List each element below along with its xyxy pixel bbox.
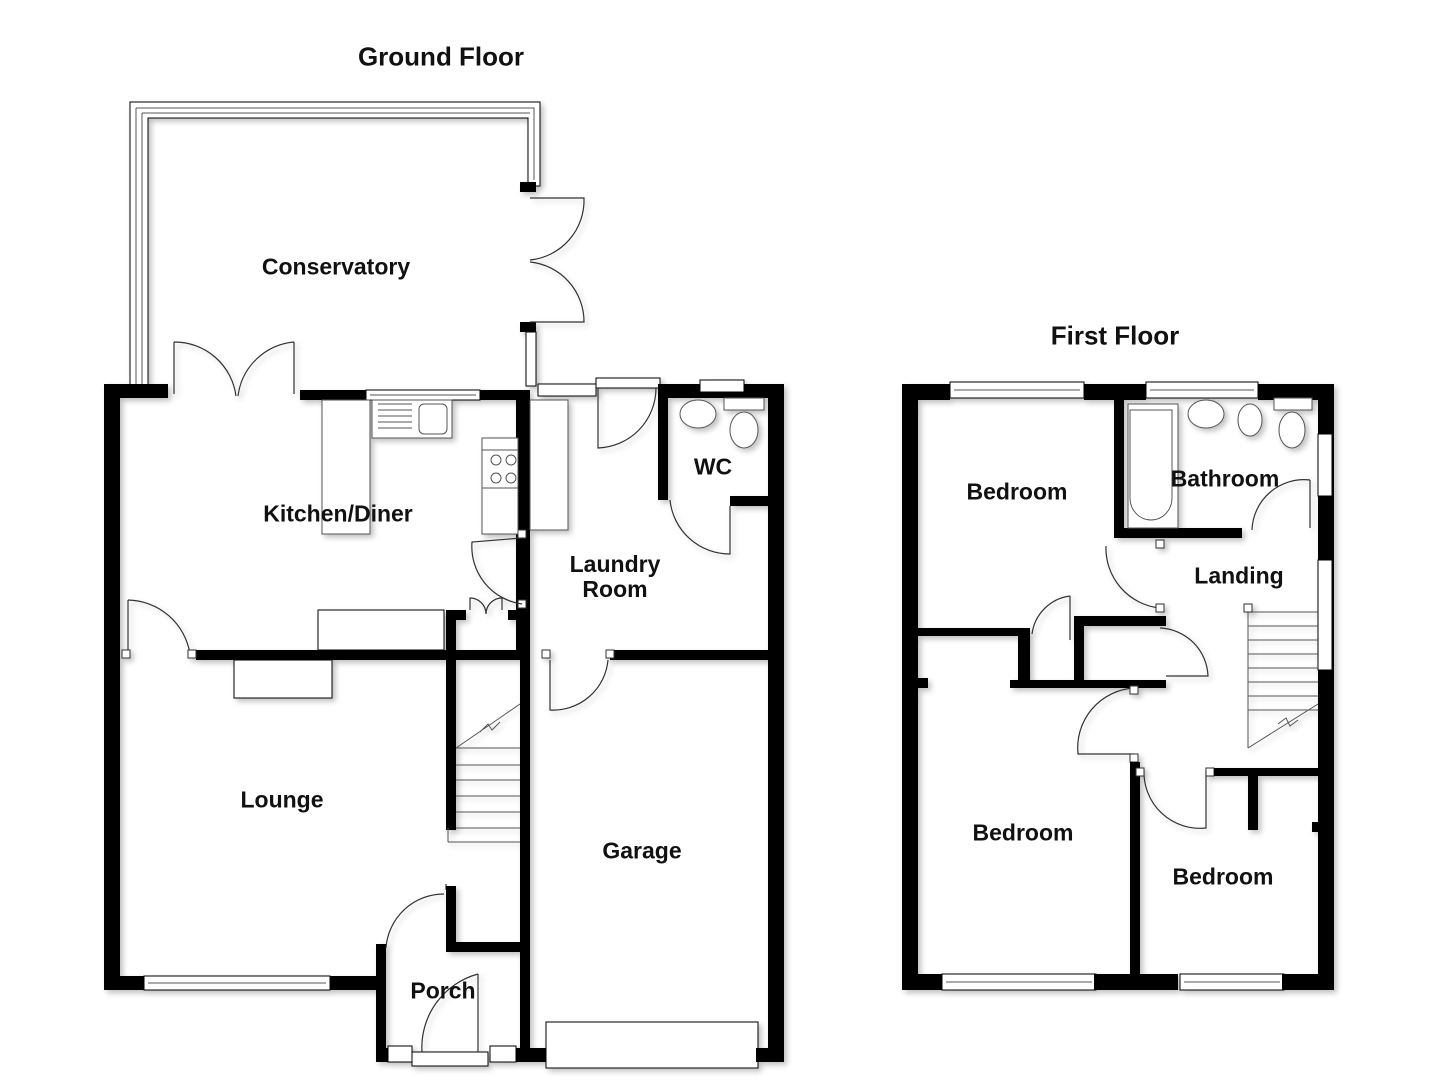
room-label-lounge: Lounge: [240, 786, 324, 813]
ground-floor-plan: [104, 101, 784, 1069]
room-label-porch: Porch: [410, 977, 476, 1004]
room-label-bedroom-2: Bedroom: [972, 819, 1074, 846]
room-label-laundry-room: Laundry Room: [569, 551, 661, 602]
room-label-landing: Landing: [1194, 562, 1284, 589]
room-label-garage: Garage: [602, 837, 682, 864]
first-floor-title: First Floor: [1050, 320, 1180, 351]
room-label-bedroom-3: Bedroom: [1172, 863, 1274, 890]
room-label-bathroom: Bathroom: [1170, 465, 1280, 492]
room-label-conservatory: Conservatory: [261, 253, 411, 280]
first-floor-plan: [902, 381, 1334, 991]
room-label-kitchen-diner: Kitchen/Diner: [263, 500, 413, 527]
room-label-bedroom-1: Bedroom: [966, 478, 1068, 505]
ground-floor-title: Ground Floor: [357, 41, 525, 72]
room-label-wc: WC: [693, 453, 733, 480]
